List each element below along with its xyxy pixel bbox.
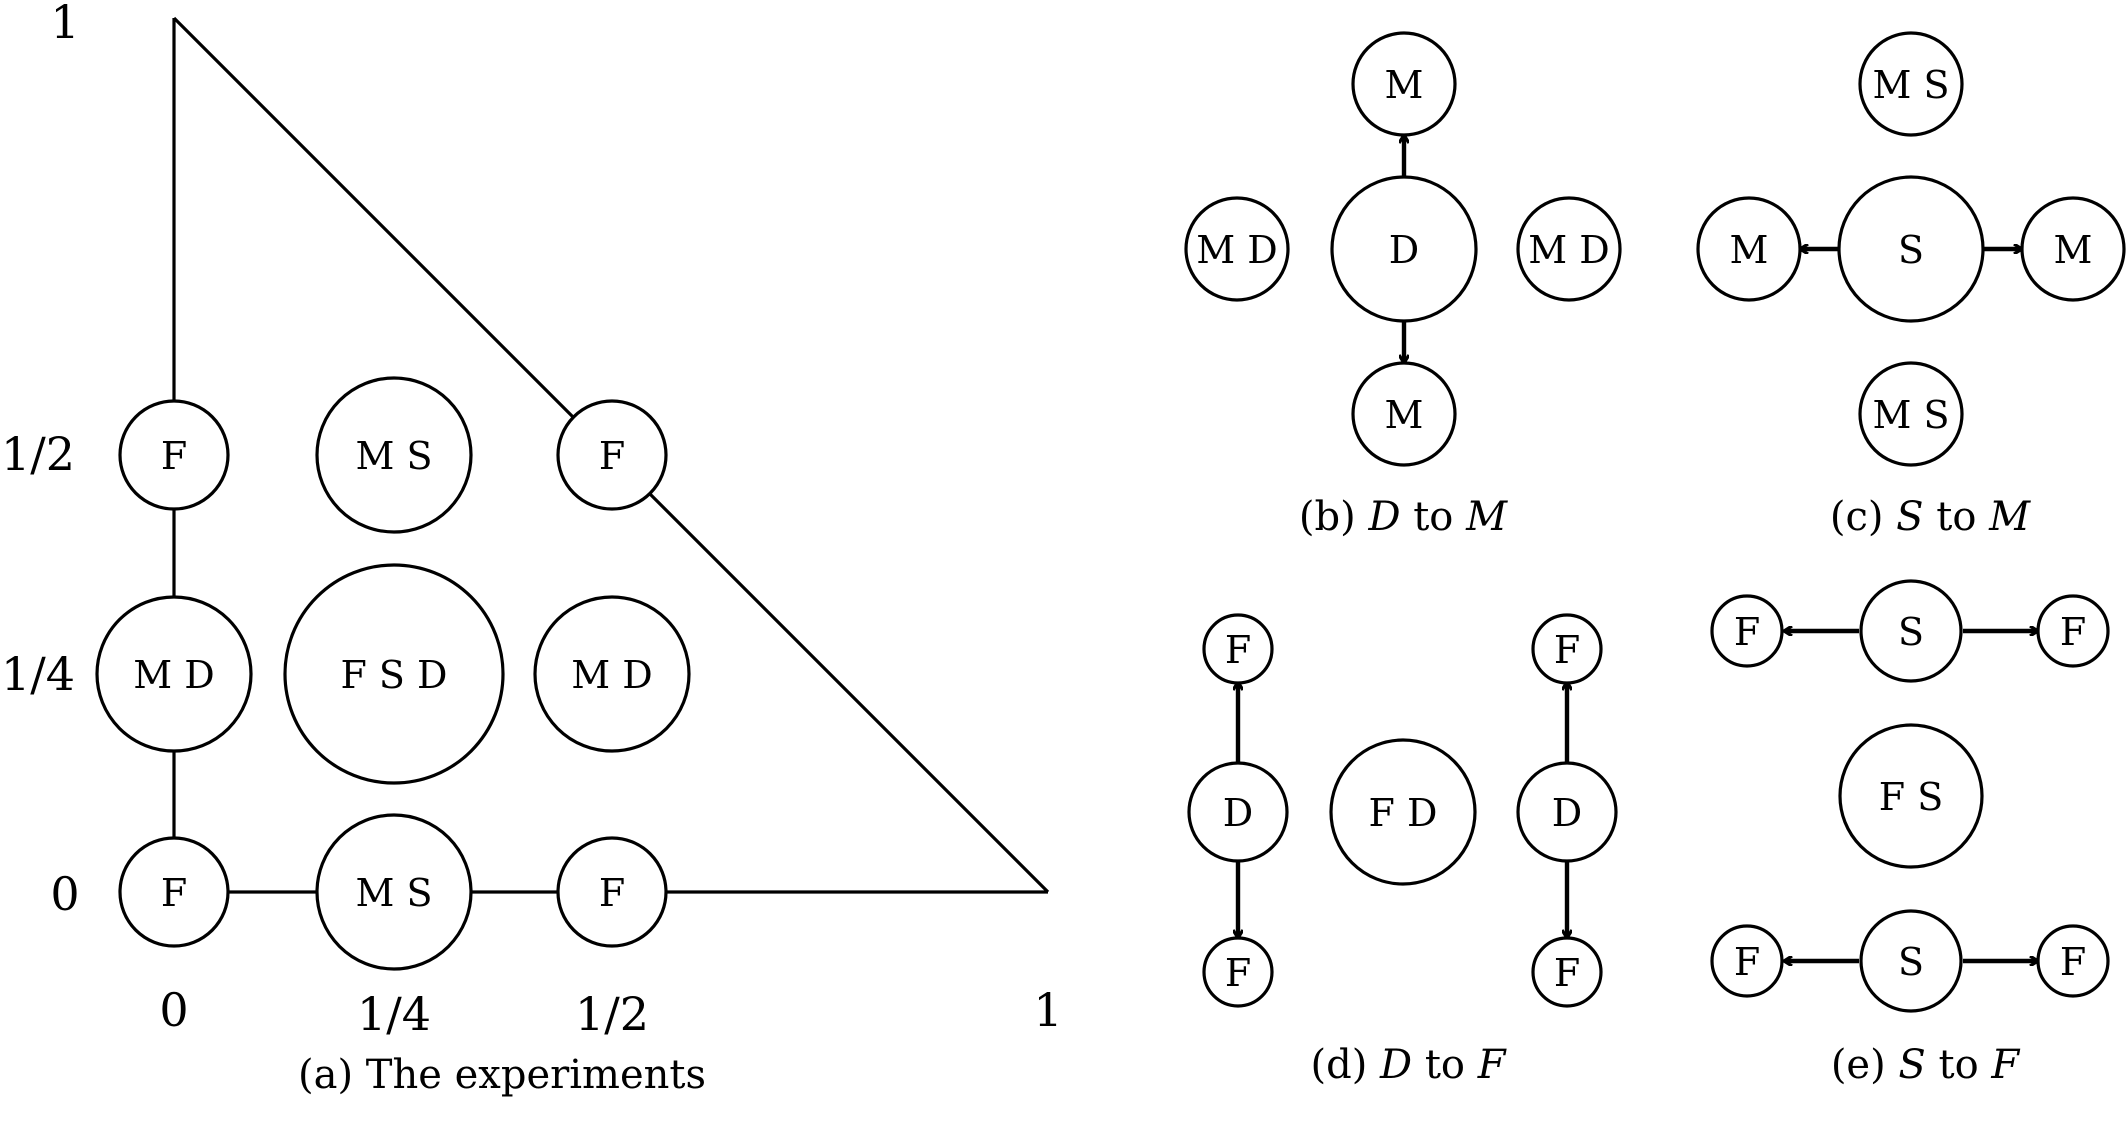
node-d-middle: F D	[1329, 738, 1477, 886]
x-tick-0: 0	[159, 983, 188, 1037]
node-label: D	[1389, 228, 1419, 272]
node-label: F	[1734, 610, 1760, 654]
node-label: S	[1898, 610, 1924, 654]
node-label: M	[1730, 228, 1769, 272]
panel-d: F D F F D F D F (d) D to F	[1187, 613, 1618, 1088]
node-a-quarter-quarter: F S D	[283, 563, 505, 785]
y-tick-1: 1	[50, 0, 79, 49]
panel-b: M M D D M D M (b) D to M	[1184, 31, 1622, 540]
node-d-left-bottom: F	[1202, 936, 1274, 1008]
node-d-left-center: D	[1187, 761, 1289, 863]
node-label: M D	[1528, 228, 1609, 272]
node-label: M	[2054, 228, 2093, 272]
node-label: F	[1554, 628, 1580, 672]
y-tick-quarter: 1/4	[1, 647, 75, 701]
node-label: M	[1385, 393, 1424, 437]
node-a-half-0: F	[556, 836, 668, 948]
y-tick-0: 0	[50, 867, 79, 921]
node-label: D	[1223, 791, 1253, 835]
node-a-0-half: F	[118, 399, 230, 511]
node-label: F D	[1369, 791, 1438, 835]
node-label: F	[599, 434, 625, 478]
node-d-left-top: F	[1202, 613, 1274, 685]
node-label: F S	[1879, 775, 1943, 819]
node-b-left: M D	[1184, 196, 1290, 302]
node-e-middle: F S	[1838, 723, 1984, 869]
node-label: M S	[1872, 63, 1949, 107]
panel-c: M S M S M M S (c) S to M	[1696, 31, 2126, 540]
node-label: F	[161, 434, 187, 478]
node-label: F	[599, 871, 625, 915]
node-label: M D	[133, 653, 214, 697]
caption-d: (d) D to F	[1311, 1042, 1507, 1088]
node-label: D	[1552, 791, 1582, 835]
node-c-left: M	[1696, 196, 1802, 302]
node-c-right: M	[2020, 196, 2126, 302]
node-e-bottom-center: S	[1859, 909, 1963, 1013]
node-label: F	[161, 871, 187, 915]
x-tick-1: 1	[1033, 983, 1062, 1037]
node-a-0-0: F	[118, 836, 230, 948]
node-b-center: D	[1330, 175, 1478, 323]
node-a-quarter-half: M S	[315, 376, 473, 534]
node-d-right-bottom: F	[1531, 936, 1603, 1008]
panel-a: 1 1/2 1/4 0 0 1/4 1/2 1 F M S F M D F S …	[1, 0, 1063, 1098]
node-label: F	[2060, 940, 2086, 984]
caption-e: (e) S to F	[1831, 1042, 2021, 1088]
node-label: F	[1225, 951, 1251, 995]
node-c-bottom: M S	[1858, 361, 1964, 467]
node-a-half-half: F	[556, 399, 668, 511]
node-a-quarter-0: M S	[315, 813, 473, 971]
node-d-right-top: F	[1531, 613, 1603, 685]
caption-a: (a) The experiments	[298, 1052, 706, 1098]
node-label: F	[1734, 940, 1760, 984]
node-label: S	[1898, 228, 1924, 272]
node-b-bottom: M	[1351, 361, 1457, 467]
node-label: S	[1898, 940, 1924, 984]
node-label: M D	[1196, 228, 1277, 272]
panel-e: F S F F S F S F (e) S to F	[1710, 579, 2110, 1088]
node-label: F	[1225, 628, 1251, 672]
caption-c: (c) S to M	[1830, 494, 2031, 540]
node-a-half-quarter: M D	[533, 595, 691, 753]
node-label: M	[1385, 63, 1424, 107]
node-e-top-left: F	[1710, 594, 1784, 668]
node-label: F S D	[340, 653, 447, 697]
node-b-top: M	[1351, 31, 1457, 137]
caption-b: (b) D to M	[1299, 494, 1508, 540]
node-c-center: S	[1837, 175, 1985, 323]
node-c-top: M S	[1858, 31, 1964, 137]
node-e-bottom-left: F	[1710, 924, 1784, 998]
node-label: M S	[355, 434, 432, 478]
node-label: M D	[571, 653, 652, 697]
node-label: M S	[355, 871, 432, 915]
y-tick-half: 1/2	[1, 427, 75, 481]
x-tick-half: 1/2	[575, 987, 649, 1041]
node-label: M S	[1872, 393, 1949, 437]
node-label: F	[2060, 610, 2086, 654]
node-e-top-right: F	[2036, 594, 2110, 668]
node-b-right: M D	[1516, 196, 1622, 302]
node-label: F	[1554, 951, 1580, 995]
node-d-right-center: D	[1516, 761, 1618, 863]
x-tick-quarter: 1/4	[357, 987, 431, 1041]
node-e-bottom-right: F	[2036, 924, 2110, 998]
node-a-0-quarter: M D	[95, 595, 253, 753]
node-e-top-center: S	[1859, 579, 1963, 683]
